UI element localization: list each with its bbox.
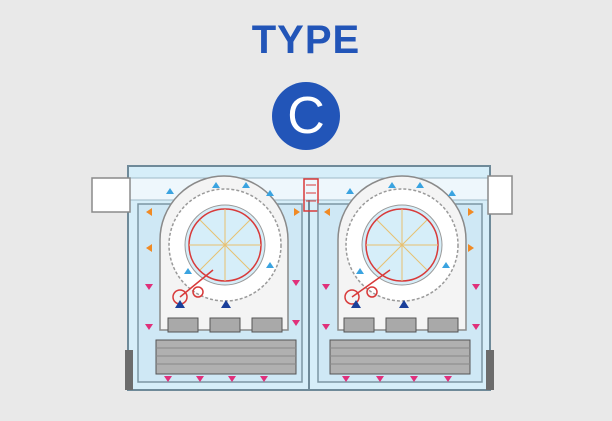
type-title: TYPE — [251, 18, 361, 62]
right-foot — [486, 350, 494, 390]
center-fixture — [303, 178, 319, 212]
left-inlet-pipe — [91, 177, 131, 213]
arrow-left-icon — [146, 208, 330, 252]
flow-arrows — [145, 182, 480, 382]
type-badge: C — [272, 82, 340, 150]
arrow-up-icon — [166, 182, 456, 274]
left-bath-unit — [137, 175, 303, 383]
arrow-down-icon — [145, 280, 480, 382]
right-bath-unit — [317, 175, 483, 383]
arrow-right-icon — [294, 208, 474, 252]
right-inlet-pipe — [487, 175, 513, 215]
left-foot — [125, 350, 133, 390]
arrow-up-icon — [175, 300, 409, 308]
